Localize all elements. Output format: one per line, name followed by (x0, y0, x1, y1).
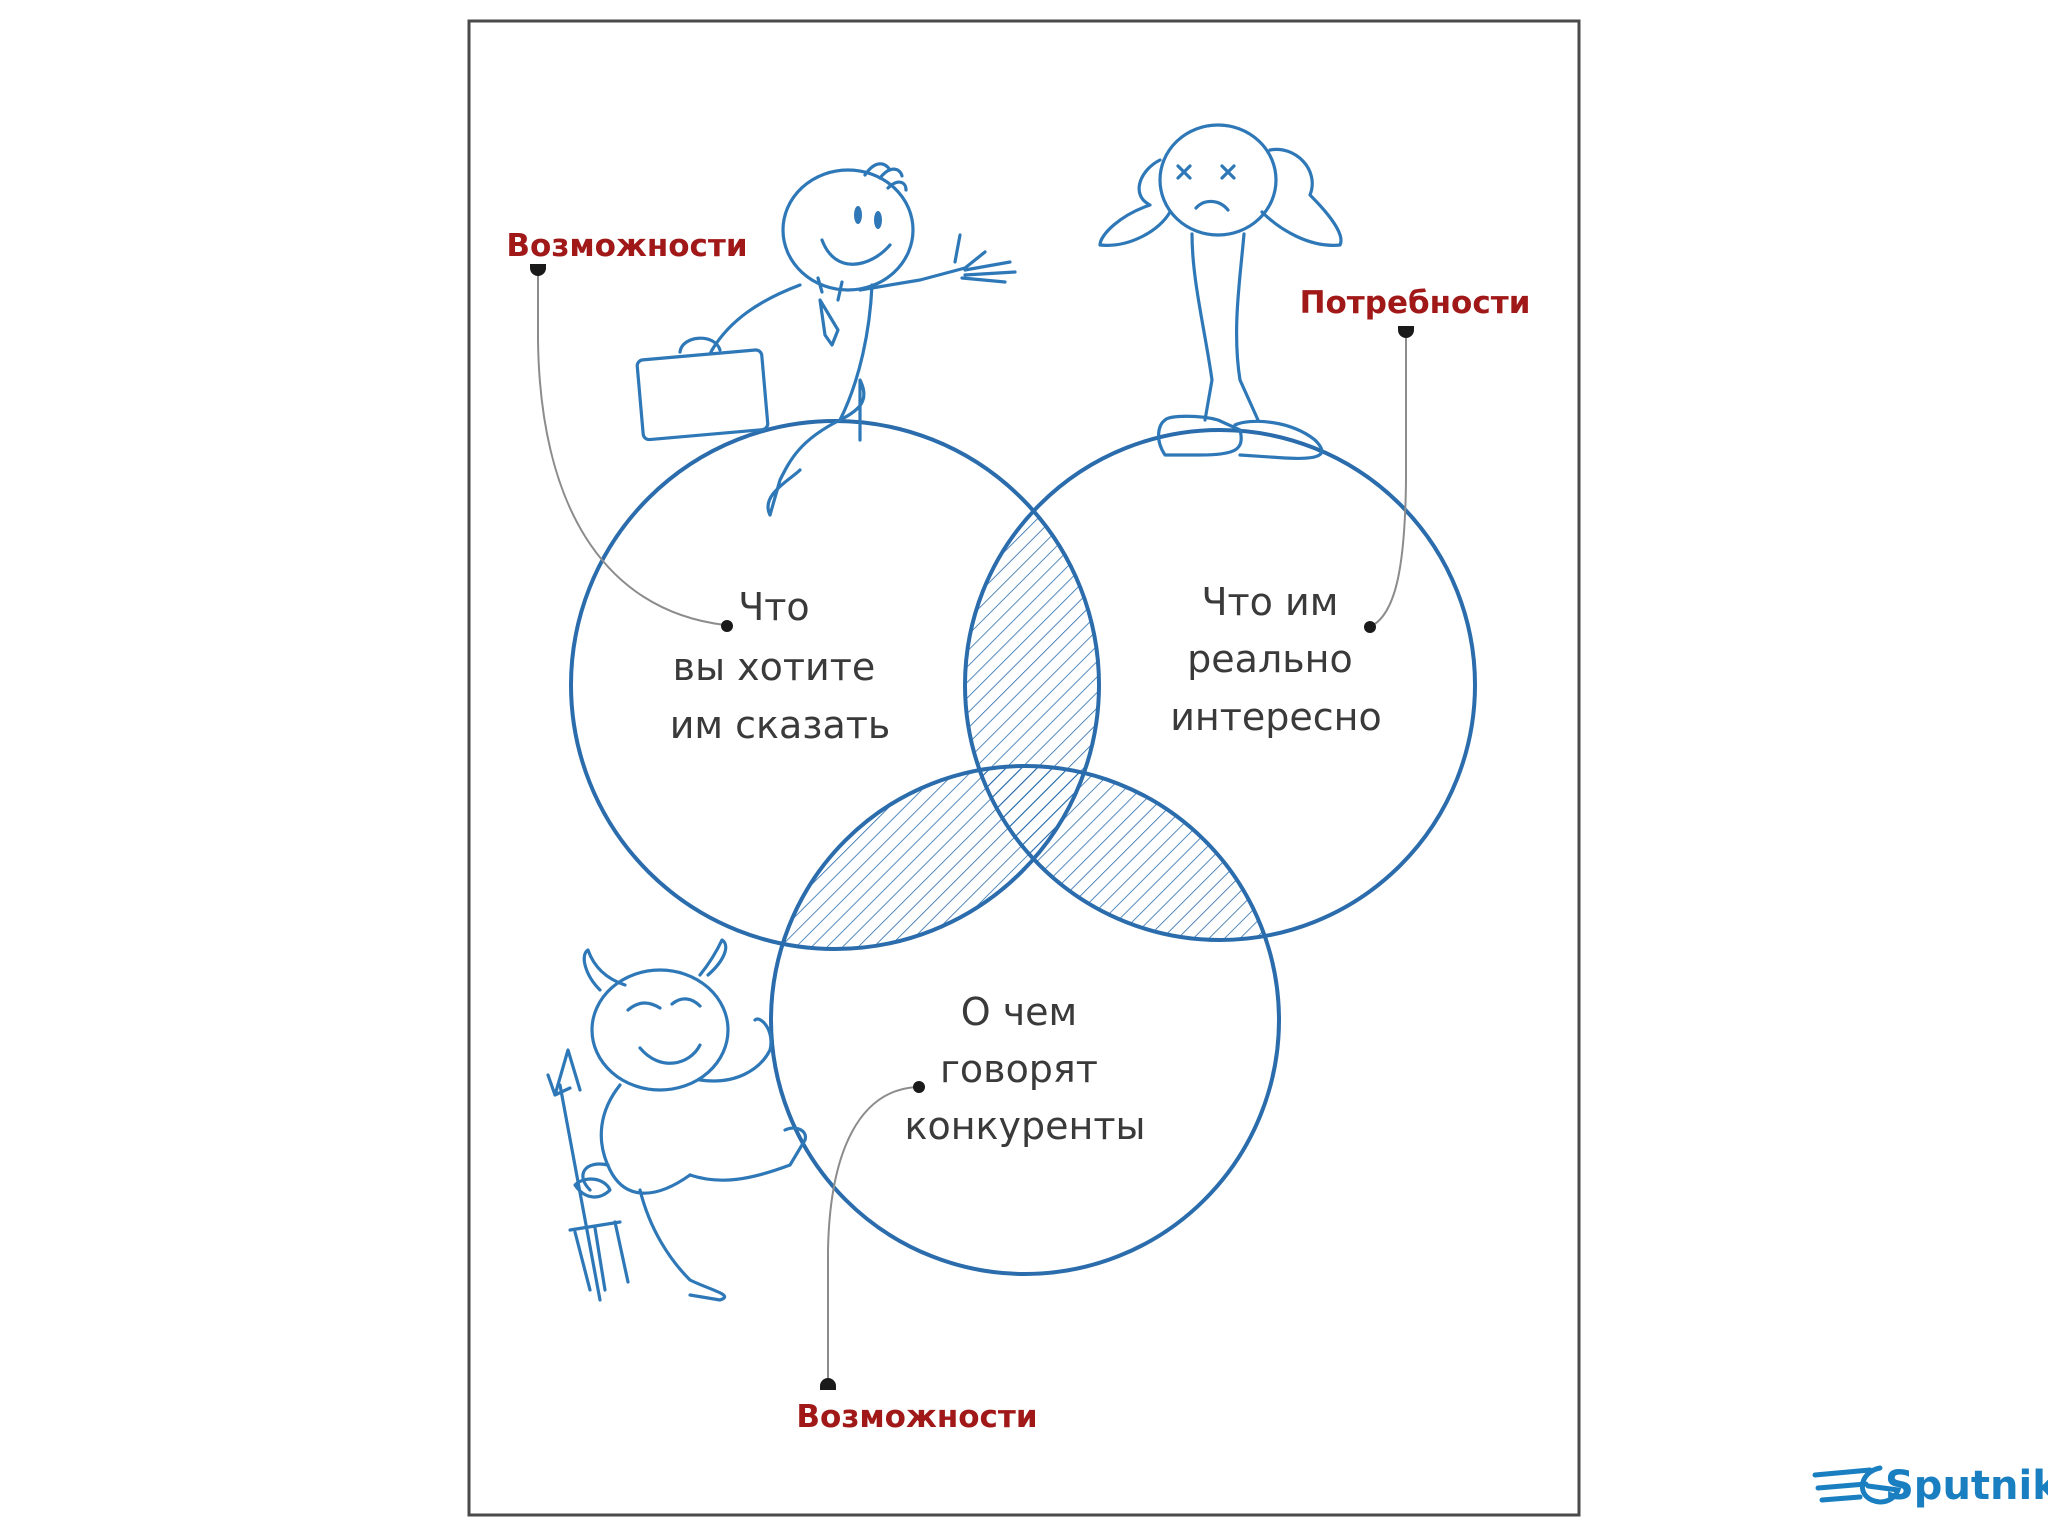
devil-with-trident-icon (546, 938, 808, 1302)
circle-left-line-1: Что (738, 585, 809, 629)
circle-bottom (769, 764, 1281, 1276)
circle-right (963, 428, 1477, 942)
callout-top-right: Потребности (1300, 285, 1531, 321)
circle-right-line-3: интересно (1170, 695, 1382, 739)
callout-top-left: Возможности (506, 228, 747, 264)
sputnik-logo: Sputnik (1812, 1463, 2048, 1509)
overlap-left-bottom (771, 766, 1099, 949)
circle-bottom-line-3: конкуренты (905, 1104, 1146, 1148)
circle-left-label: Что вы хотите им сказать (670, 585, 891, 747)
circle-bottom-line-2: говорят (940, 1047, 1098, 1091)
callout-top-right-leader (1364, 326, 1414, 633)
circle-right-label: Что им реально интересно (1170, 580, 1382, 739)
overlap-right-bottom (965, 766, 1279, 940)
stressed-man-icon (1098, 123, 1343, 461)
circle-left-line-2: вы хотите (673, 645, 876, 689)
circle-bottom-label: О чем говорят конкуренты (905, 990, 1146, 1148)
circle-right-line-2: реально (1187, 637, 1353, 681)
brand-name: Sputnik (1885, 1463, 2048, 1509)
businessman-with-briefcase-icon (635, 162, 1017, 517)
circle-bottom-line-1: О чем (961, 990, 1078, 1034)
callout-bottom: Возможности (796, 1399, 1037, 1435)
callout-top-left-leader (530, 264, 733, 632)
circle-left-line-3: им сказать (670, 703, 891, 747)
circle-right-line-1: Что им (1202, 580, 1339, 624)
sputnik-logo-icon (1812, 1465, 1902, 1505)
callout-bottom-leader (820, 1081, 925, 1390)
